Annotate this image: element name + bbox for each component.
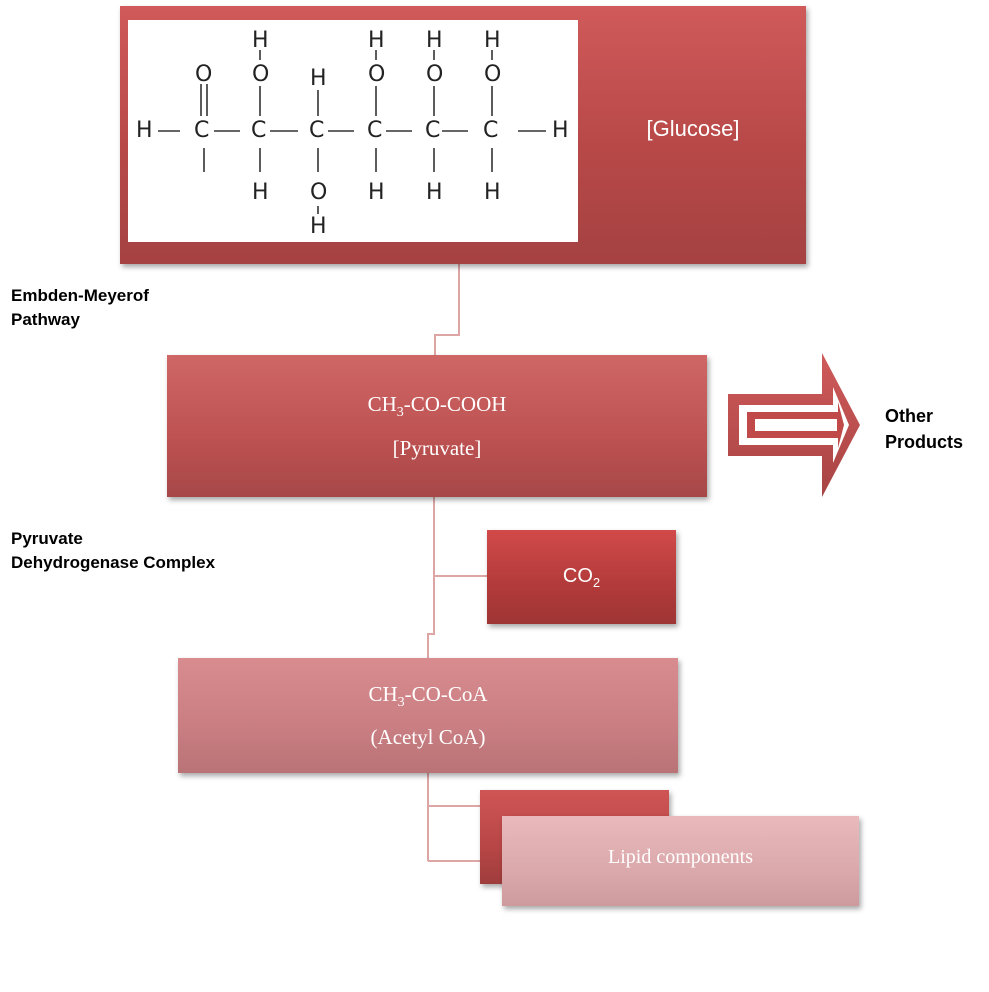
atom-h-bottom-5: H <box>426 180 443 205</box>
pyruvate-box: CH3-CO-COOH [Pyruvate] <box>167 355 707 497</box>
acetyl-name: (Acetyl CoA) <box>370 725 486 750</box>
atom-c-6: C <box>483 118 499 143</box>
atom-c-1: C <box>194 118 210 143</box>
atom-o-5: O <box>426 62 444 87</box>
acetyl-formula: CH3-CO-CoA <box>368 677 487 720</box>
atom-h-top-2: H <box>252 28 269 53</box>
acetyl-formula-post: -CO-CoA <box>404 681 488 706</box>
complex-label-line2: Dehydrogenase Complex <box>11 553 216 572</box>
connector-pyruvate-acetyl <box>427 497 435 658</box>
pathway-label-line2: Pathway <box>11 310 80 329</box>
connector-glucose-pyruvate <box>434 264 460 355</box>
complex-label-line1: Pyruvate <box>11 529 83 548</box>
atom-o-1: O <box>195 62 213 87</box>
pathway-label-line1: Embden-Meyerof <box>11 286 149 305</box>
atom-h-bottom-3: H <box>310 214 327 239</box>
other-products-label: Other Products <box>885 403 963 455</box>
glucose-structure-image: H H H H O O H O O O H C C C C C C H H O … <box>128 20 578 242</box>
acetyl-formula-sub: 3 <box>397 695 405 711</box>
atom-h-bottom-4: H <box>368 180 385 205</box>
atom-o-4: O <box>368 62 386 87</box>
atom-o-2: O <box>252 62 270 87</box>
complex-label: Pyruvate Dehydrogenase Complex <box>11 527 215 575</box>
acetyl-coa-box: CH3-CO-CoA (Acetyl CoA) <box>178 658 678 773</box>
co2-first-sub: 2 <box>592 574 601 590</box>
atom-c-3: C <box>309 118 325 143</box>
co2-first-main: CO <box>562 564 593 587</box>
atom-h-top-5: H <box>426 28 443 53</box>
co2-first-box: CO2 <box>487 530 676 624</box>
atom-o-bottom-3: O <box>310 180 328 205</box>
arrow-right-icon <box>728 353 860 497</box>
acetyl-formula-pre: CH <box>368 681 398 706</box>
pyruvate-name: [Pyruvate] <box>392 435 482 460</box>
glucose-label: [Glucose] <box>646 116 740 141</box>
atom-h-3-up: H <box>310 66 327 91</box>
atom-c-5: C <box>425 118 441 143</box>
lipid-components-box <box>502 816 859 906</box>
pyruvate-formula: CH3-CO-COOH <box>368 387 507 430</box>
atom-h-left: H <box>136 118 153 143</box>
lipid-components-label: Lipid components <box>608 846 753 868</box>
pyruvate-formula-pre: CH <box>367 392 397 417</box>
atom-h-right: H <box>552 118 569 143</box>
atom-c-4: C <box>367 118 383 143</box>
pyruvate-formula-sub: 3 <box>396 405 404 421</box>
co2-first-text: CO2 <box>563 565 600 590</box>
glucose-bonds <box>158 50 546 214</box>
other-products-line1: Other <box>885 406 934 426</box>
atom-c-2: C <box>251 118 267 143</box>
other-products-line2: Products <box>885 432 964 452</box>
atom-o-6: O <box>484 62 502 87</box>
pyruvate-formula-post: -CO-COOH <box>403 392 507 417</box>
atom-h-top-6: H <box>484 28 501 53</box>
atom-h-top-4: H <box>368 28 385 53</box>
atom-h-bottom-6: H <box>484 180 501 205</box>
pathway-label: Embden-Meyerof Pathway <box>11 284 149 332</box>
atom-h-bottom-2: H <box>252 180 269 205</box>
